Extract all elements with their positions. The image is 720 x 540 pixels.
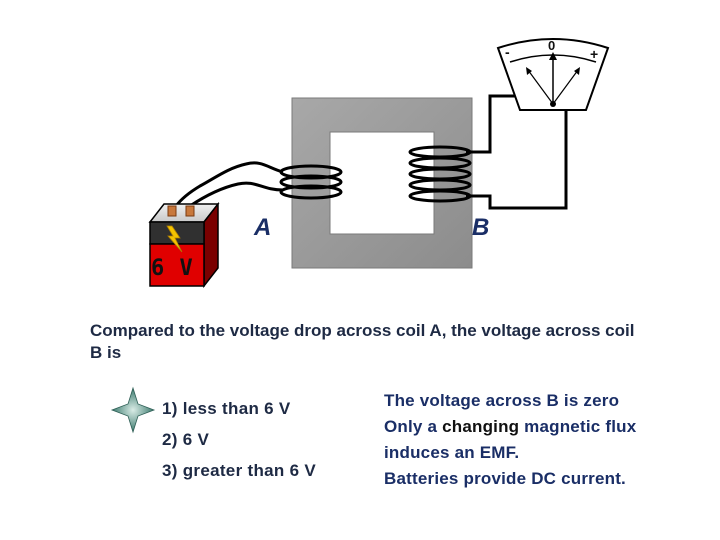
question-text: Compared to the voltage drop across coil… <box>90 321 635 362</box>
battery-voltage-label: 6 V <box>151 256 194 281</box>
battery-terminal-right <box>185 205 195 217</box>
battery-terminal-left <box>167 205 177 217</box>
voltmeter <box>496 38 610 111</box>
option-3[interactable]: 3) greater than 6 V <box>162 461 317 480</box>
explanation-line-1: The voltage across B is zero <box>384 391 620 410</box>
explanation-line-2-pre: Only a <box>384 417 443 436</box>
coil-a-label: A <box>254 214 272 241</box>
iron-core <box>291 97 473 269</box>
lightning-icon <box>166 225 183 253</box>
battery <box>148 201 220 289</box>
coil-a <box>279 164 343 200</box>
option-1[interactable]: 1) less than 6 V <box>162 399 291 418</box>
coil-b-label: B <box>472 214 490 241</box>
selected-star-icon <box>110 386 156 434</box>
explanation: The voltage across B is zero Only a chan… <box>384 388 704 492</box>
option-2[interactable]: 2) 6 V <box>162 430 210 449</box>
explanation-line-4: Batteries provide DC current. <box>384 469 626 488</box>
explanation-highlight: changing <box>442 417 520 436</box>
explanation-line-3: induces an EMF. <box>384 443 520 462</box>
secondary-wires <box>466 94 568 210</box>
explanation-line-2-post: magnetic flux <box>519 417 637 436</box>
meter-zero-label: 0 <box>548 38 556 53</box>
meter-minus-label: - <box>505 44 510 60</box>
explanation-line-2: Only a changing magnetic flux <box>384 414 704 440</box>
meter-plus-label: + <box>590 46 599 62</box>
